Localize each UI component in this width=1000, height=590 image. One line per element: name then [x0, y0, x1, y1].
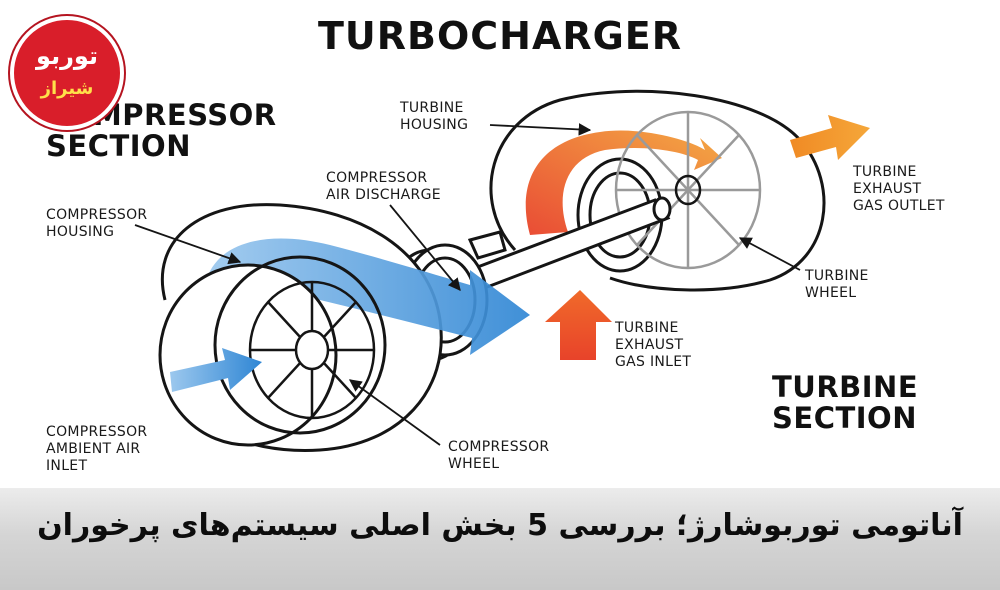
label-turbine-housing: TURBINE HOUSING: [400, 100, 469, 133]
turbine-gas-swirl: [525, 130, 722, 235]
label-turbine-exhaust-gas-inlet: TURBINE EXHAUST GAS INLET: [615, 320, 692, 370]
label-compressor-wheel: COMPRESSOR WHEEL: [448, 439, 550, 472]
turbine-wheel: [614, 110, 762, 270]
turbine-section-heading: TURBINE SECTION: [772, 370, 919, 435]
compressor-air-flow: [205, 238, 530, 355]
brand-logo: توربو شیراز: [10, 16, 124, 130]
label-compressor-ambient-air-inlet: COMPRESSOR AMBIENT AIR INLET: [46, 424, 148, 474]
leader-lines: [134, 123, 801, 446]
exhaust-gas-outlet-arrow: [790, 115, 870, 160]
compressor-inlet: [158, 255, 387, 447]
label-turbine-wheel: TURBINE WHEEL: [805, 268, 869, 301]
logo-line-2: شیراز: [40, 78, 94, 99]
caption-banner: آناتومی توربوشارژ؛ بررسی 5 بخش اصلی سیست…: [0, 488, 1000, 590]
label-compressor-air-discharge: COMPRESSOR AIR DISCHARGE: [326, 170, 441, 203]
exhaust-gas-inlet-arrow: [545, 290, 612, 360]
compressor-section-heading: COMPRESSOR SECTION: [46, 98, 277, 163]
diagram-title: TURBOCHARGER: [317, 14, 683, 58]
turbine-shaft: [427, 196, 672, 307]
label-compressor-housing: COMPRESSOR HOUSING: [46, 207, 148, 240]
caption-text: آناتومی توربوشارژ؛ بررسی 5 بخش اصلی سیست…: [37, 508, 963, 543]
ambient-air-inlet-arrow: [170, 348, 262, 392]
diagram-drawing: [134, 89, 870, 452]
compressor-wheel: [248, 280, 376, 420]
label-turbine-exhaust-gas-outlet: TURBINE EXHAUST GAS OUTLET: [853, 164, 945, 214]
logo-line-1: توربو: [36, 42, 98, 70]
